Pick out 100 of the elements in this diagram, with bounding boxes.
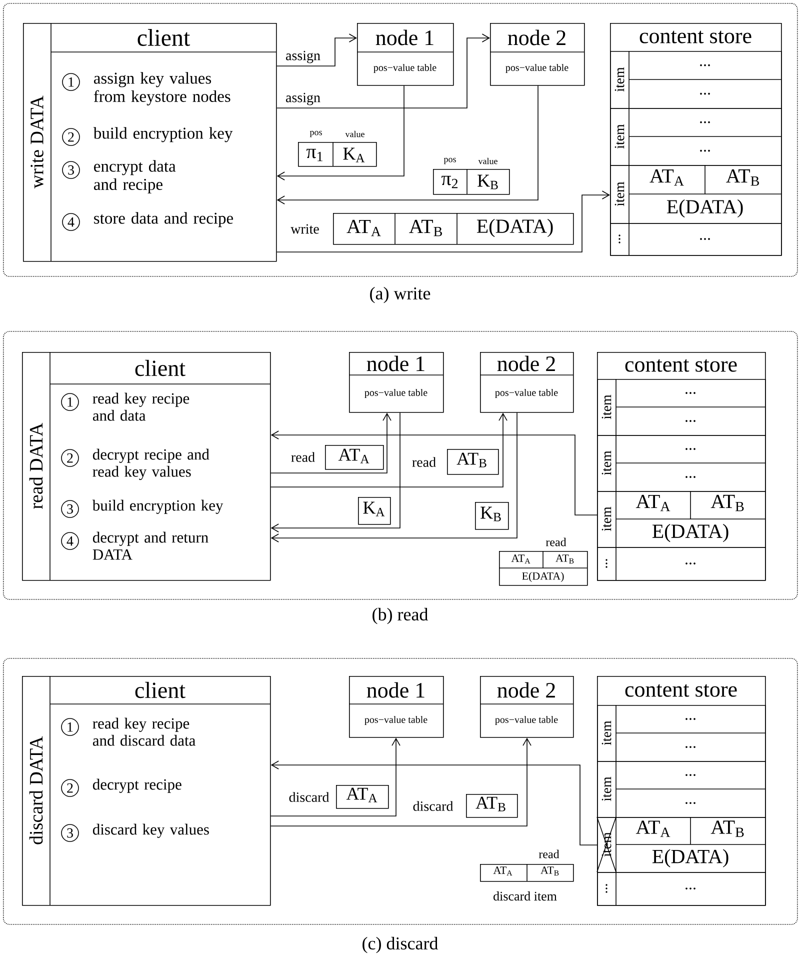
column-heading: value — [478, 158, 498, 164]
step-number: 3 — [61, 824, 79, 842]
step-text: assign key values from keystore nodes — [94, 72, 230, 106]
cell-text: AT$_{B}$ — [556, 554, 574, 564]
cell-text: K$_{B}$ — [480, 506, 501, 522]
step-text: build encryption key — [92, 500, 224, 514]
item-row — [596, 816, 766, 873]
step-text: read key recipe and discard data — [92, 718, 196, 746]
row-label: ... — [606, 884, 608, 893]
item-row — [597, 434, 766, 492]
cell-text: ... — [686, 476, 696, 478]
cell-text: ... — [686, 888, 696, 890]
cell-text: AT$_{A}$ — [636, 820, 670, 837]
step-text: decrypt recipe — [92, 778, 182, 793]
message-table — [358, 497, 391, 525]
cell-text: AT$_{B}$ — [540, 866, 559, 876]
arrow — [276, 190, 610, 252]
heading: content store — [640, 30, 752, 44]
row-label: ... — [606, 559, 608, 568]
item-row — [597, 378, 766, 436]
step-text: read key recipe and data — [92, 392, 190, 421]
arrow — [270, 738, 532, 826]
step-number: 4 — [61, 532, 79, 550]
column-heading: pos — [444, 158, 456, 164]
step-number: 1 — [61, 393, 79, 411]
cell-text: AT$_{B}$ — [476, 796, 506, 812]
cell-text: K$_{A}$ — [343, 148, 365, 162]
column-heading: value — [345, 130, 364, 138]
message-table — [433, 158, 510, 195]
message-label: read — [538, 850, 560, 858]
arrow — [270, 430, 598, 516]
message-label: read — [412, 457, 436, 467]
arrow — [276, 85, 538, 204]
row-label: item — [602, 450, 612, 476]
row-label: item — [602, 394, 612, 420]
row-label: item — [614, 67, 624, 92]
item-row — [610, 222, 782, 256]
heading: node 2 — [497, 356, 555, 372]
step-number: 1 — [62, 73, 80, 91]
cell-text: K$_{B}$ — [478, 174, 498, 190]
message-table — [298, 130, 377, 167]
keystore-node-box — [480, 352, 574, 413]
cell-text: ... — [700, 150, 710, 152]
cell-text: AT$_{A}$ — [346, 788, 378, 802]
heading: node 1 — [366, 682, 424, 698]
item-row — [597, 704, 766, 762]
cell-text: π$_{2}$ — [441, 176, 458, 188]
keystore-node-box — [356, 23, 454, 86]
step-number: 1 — [61, 718, 79, 736]
arrow — [270, 412, 518, 542]
row-label: ... — [618, 234, 620, 244]
heading: node 1 — [376, 30, 434, 46]
cell-text: AT$_{A}$ — [338, 448, 370, 464]
cell-text: AT$_{B}$ — [409, 220, 442, 236]
keystore-node-box — [480, 676, 574, 738]
table-label: pos−value table — [364, 716, 428, 726]
message-table — [475, 502, 509, 530]
heading: node 2 — [508, 30, 566, 46]
table-label: pos−value table — [506, 64, 568, 74]
side-label: read DATA — [29, 422, 43, 509]
item-row — [610, 164, 782, 224]
heading: node 2 — [497, 682, 555, 698]
cell-text: ... — [686, 562, 696, 564]
cell-text: E(DATA) — [652, 849, 728, 868]
step-text: decrypt recipe and read key values — [92, 448, 210, 480]
message-label: write — [290, 224, 319, 234]
message-label: discard — [413, 801, 454, 811]
cell-text: ... — [686, 802, 696, 804]
side-label: discard DATA — [29, 736, 43, 844]
arrow — [270, 412, 392, 474]
table-label: pos−value table — [495, 716, 558, 726]
row-label: item — [602, 506, 612, 532]
figure-caption: (c) discard — [362, 936, 438, 954]
figure-caption: (a) write — [370, 286, 430, 304]
cell-text: ... — [700, 64, 710, 66]
heading: client — [135, 682, 186, 698]
edge-label: assign — [284, 50, 322, 64]
heading: node 1 — [366, 356, 424, 372]
cell-text: E(DATA) — [652, 524, 728, 542]
message-label: read — [291, 452, 315, 462]
table-label: pos−value table — [364, 388, 428, 398]
item-row — [610, 108, 782, 166]
arrow — [270, 412, 508, 488]
step-number: 3 — [61, 500, 79, 518]
edge-label: assign — [284, 92, 322, 106]
step-text: decrypt and return DATA — [92, 532, 208, 560]
cell-text: ... — [686, 448, 696, 450]
step-text: discard key values — [92, 824, 209, 838]
arrow — [270, 412, 400, 532]
figure-caption: (b) read — [372, 608, 428, 624]
row-label: item — [614, 124, 624, 149]
step-number: 2 — [62, 128, 80, 146]
item-row — [610, 50, 782, 109]
cell-text: ... — [686, 392, 696, 394]
cell-text: AT$_{B}$ — [726, 169, 759, 186]
side-label: write DATA — [30, 96, 44, 188]
cell-text: π$_{1}$ — [306, 148, 322, 162]
item-row — [597, 760, 766, 818]
cell-text: ... — [686, 746, 696, 748]
cell-text: ... — [686, 420, 696, 422]
